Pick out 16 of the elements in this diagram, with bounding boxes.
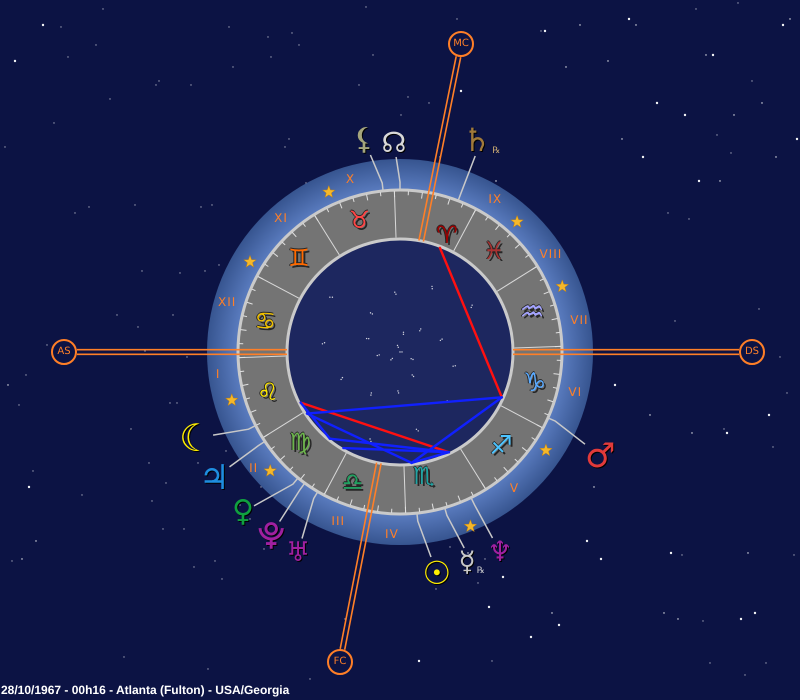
axis-marker: AS xyxy=(51,339,77,365)
planet-symbol: ♂ xyxy=(585,439,616,473)
retrograde-mark: ℞ xyxy=(476,567,485,576)
planet-symbol: ♆ xyxy=(488,538,513,566)
planet-symbol: ⚸ xyxy=(353,125,375,155)
planet-symbol: ♅ xyxy=(286,538,310,566)
retrograde-mark: ℞ xyxy=(492,147,500,156)
planet-symbol: ☾ xyxy=(179,419,214,457)
planet-symbol: ♄ xyxy=(462,124,492,156)
axis-marker: FC xyxy=(327,649,353,675)
planet-symbol: ☉ xyxy=(422,557,452,589)
planet-symbol: ☊ xyxy=(382,129,406,157)
axis-marker: DS xyxy=(739,339,765,365)
planet-symbol: ☿ xyxy=(458,548,476,576)
chart-caption: 28/10/1967 - 00h16 - Atlanta (Fulton) - USA/Georgia xyxy=(1,683,290,697)
axis-marker: MC xyxy=(448,31,474,57)
